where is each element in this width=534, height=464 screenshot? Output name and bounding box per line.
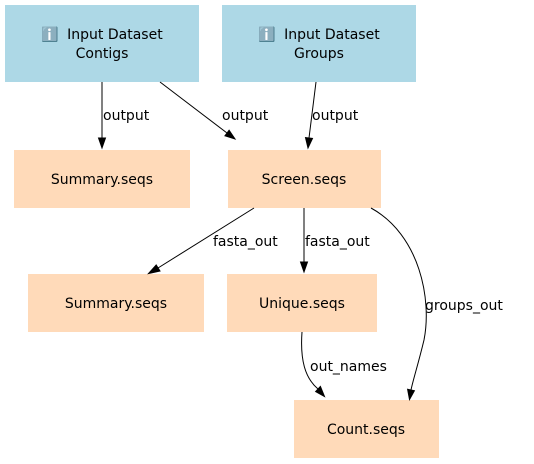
svg-text:ℹ️ Input Dataset: ℹ️ Input Dataset	[258, 26, 380, 43]
node-input-contigs-subtitle: Contigs	[76, 46, 129, 62]
edge-screen-to-summary-line	[157, 207, 255, 269]
edge-screen-to-count-label: groups_out	[425, 298, 503, 314]
arrowhead-icon	[299, 261, 309, 274]
node-summary-seqs-1-label: Summary.seqs	[51, 172, 153, 188]
edge-unique-to-count: out_names	[301, 331, 387, 398]
arrowhead-icon	[147, 264, 161, 275]
edge-groups-to-screen-label: output	[312, 108, 359, 124]
node-input-contigs[interactable]: ℹ️ Input Dataset Contigs	[5, 5, 199, 82]
svg-text:ℹ️ Input Dataset: ℹ️ Input Dataset	[41, 26, 163, 43]
node-unique-seqs-label: Unique.seqs	[259, 296, 345, 312]
node-summary-seqs-2[interactable]: Summary.seqs	[28, 274, 204, 332]
arrowhead-icon	[224, 129, 237, 140]
node-count-seqs-box	[294, 400, 439, 458]
node-summary-seqs-2-box	[28, 274, 204, 332]
arrowhead-icon	[314, 385, 326, 398]
info-icon: ℹ️	[41, 26, 58, 43]
node-screen-seqs-label: Screen.seqs	[262, 172, 347, 188]
edge-contigs-to-summary-label: output	[103, 108, 150, 124]
node-input-contigs-title: Input Dataset	[67, 27, 163, 43]
node-input-groups-box	[222, 5, 416, 82]
edge-screen-to-unique: fasta_out	[299, 208, 370, 274]
node-summary-seqs-1-box	[14, 150, 190, 208]
edge-unique-to-count-label: out_names	[310, 359, 387, 375]
edge-screen-to-summary-label: fasta_out	[213, 234, 278, 250]
node-screen-seqs[interactable]: Screen.seqs	[228, 150, 381, 208]
arrowhead-icon	[406, 388, 416, 401]
node-input-groups-title: Input Dataset	[284, 27, 380, 43]
edge-screen-to-unique-label: fasta_out	[305, 234, 370, 250]
node-summary-seqs-1[interactable]: Summary.seqs	[14, 150, 190, 208]
node-summary-seqs-2-label: Summary.seqs	[65, 296, 167, 312]
edge-screen-to-summary: fasta_out	[147, 207, 278, 275]
info-icon: ℹ️	[258, 26, 275, 43]
node-count-seqs[interactable]: Count.seqs	[294, 400, 439, 458]
node-input-groups-subtitle: Groups	[294, 46, 344, 62]
node-unique-seqs[interactable]: Unique.seqs	[227, 274, 377, 332]
edge-screen-to-count-line	[370, 207, 427, 391]
node-unique-seqs-box	[227, 274, 377, 332]
node-screen-seqs-box	[228, 150, 381, 208]
node-input-contigs-box	[5, 5, 199, 82]
arrowhead-icon	[97, 137, 107, 150]
edge-contigs-to-screen-line	[159, 81, 228, 134]
node-count-seqs-label: Count.seqs	[327, 422, 405, 438]
node-input-groups[interactable]: ℹ️ Input Dataset Groups	[222, 5, 416, 82]
edge-groups-to-screen-line	[308, 81, 317, 139]
edge-screen-to-count: groups_out	[370, 207, 503, 401]
edge-unique-to-count-line	[301, 331, 319, 390]
edge-contigs-to-screen: output	[159, 81, 269, 140]
edge-groups-to-screen: output	[304, 81, 359, 150]
edge-contigs-to-summary: output	[97, 82, 150, 150]
edge-contigs-to-screen-label: output	[222, 108, 269, 124]
arrowhead-icon	[304, 137, 314, 150]
